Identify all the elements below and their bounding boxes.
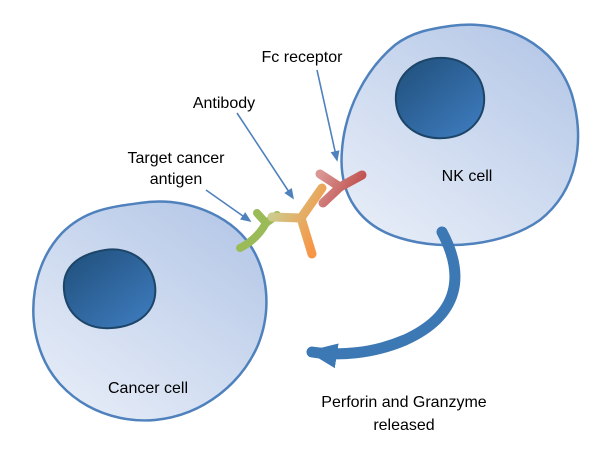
perforin-arrow [306,226,461,369]
target-antigen-label-line2: antigen [150,171,203,188]
target-antigen-pointer-arrow [205,189,252,223]
antibody-label: Antibody [193,95,255,112]
cancer-cell-nucleus [62,248,157,330]
fc-receptor-label: Fc receptor [262,49,344,66]
nk-cell-nucleus [394,56,486,140]
cancer-cell-label: Cancer cell [108,380,188,397]
released-label-line1: Perforin and Granzyme [321,394,487,411]
fc-receptor-pointer-arrow [316,69,340,162]
released-label-line2: released [373,417,434,434]
fc-receptor-shape [315,169,367,208]
antibody-pointer-arrow [236,112,294,200]
nk-cell-label: NK cell [442,168,493,185]
antibody-shape [267,183,327,259]
target-antigen-label-line1: Target cancer [128,150,226,167]
